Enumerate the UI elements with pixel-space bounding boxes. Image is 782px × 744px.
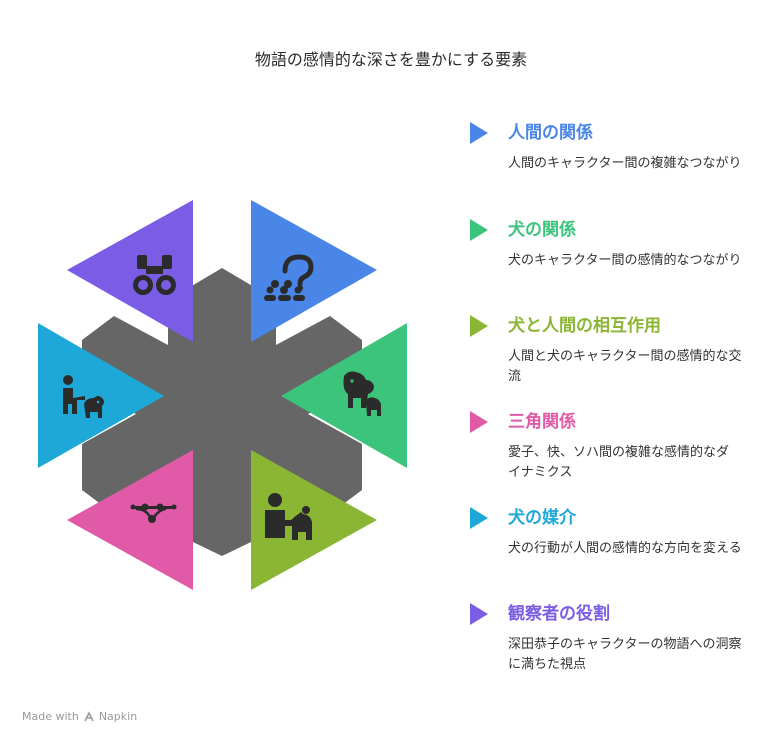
triangle-marker-icon [470, 603, 488, 625]
triangle-marker-icon [470, 411, 488, 433]
segment-dog-relations[interactable] [281, 323, 407, 468]
item-heading: 犬の関係 [508, 220, 576, 240]
item-description: 深田恭子のキャラクターの物語への洞察に満ちた視点 [508, 637, 742, 672]
footer: Made with Napkin [22, 710, 137, 723]
segment-human-relations[interactable] [251, 200, 377, 342]
item-description: 犬の行動が人間の感情的な方向を変える [508, 541, 742, 556]
question-group-icon [264, 254, 314, 301]
network-icon [130, 503, 177, 523]
triangle-marker-icon [470, 122, 488, 144]
binoculars-icon [133, 255, 176, 295]
item-heading: 犬と人間の相互作用 [508, 316, 661, 336]
item-heading: 犬の媒介 [508, 508, 576, 528]
item-heading: 三角関係 [508, 412, 576, 432]
napkin-logo-icon [84, 710, 94, 721]
dogs-icon [343, 371, 381, 416]
segment-love-triangle[interactable] [67, 450, 193, 590]
footer-brand: Napkin [98, 710, 138, 723]
triangle-marker-icon [470, 507, 488, 529]
person-dog-icon [265, 493, 312, 540]
triangle-marker-icon [470, 219, 488, 241]
segment-observer-role[interactable] [67, 200, 193, 342]
segment-dog-mediation[interactable] [38, 323, 164, 468]
diagram-title: 物語の感情的な深さを豊かにする要素 [254, 50, 528, 69]
walking-dog-icon [63, 375, 104, 418]
item-heading: 人間の関係 [508, 123, 593, 143]
footer-label: Made with [22, 710, 79, 723]
segment-dog-human-interaction[interactable] [251, 450, 377, 590]
item-description: 犬のキャラクター間の感情的なつながり [508, 253, 742, 268]
item-description: 人間と犬のキャラクター間の感情的な交流 [508, 349, 742, 384]
item-description: 愛子、快、ソハ間の複雑な感情的なダイナミクス [508, 445, 730, 480]
item-heading: 観察者の役割 [508, 604, 610, 624]
triangle-marker-icon [470, 315, 488, 337]
item-description: 人間のキャラクター間の複雑なつながり [508, 156, 742, 171]
